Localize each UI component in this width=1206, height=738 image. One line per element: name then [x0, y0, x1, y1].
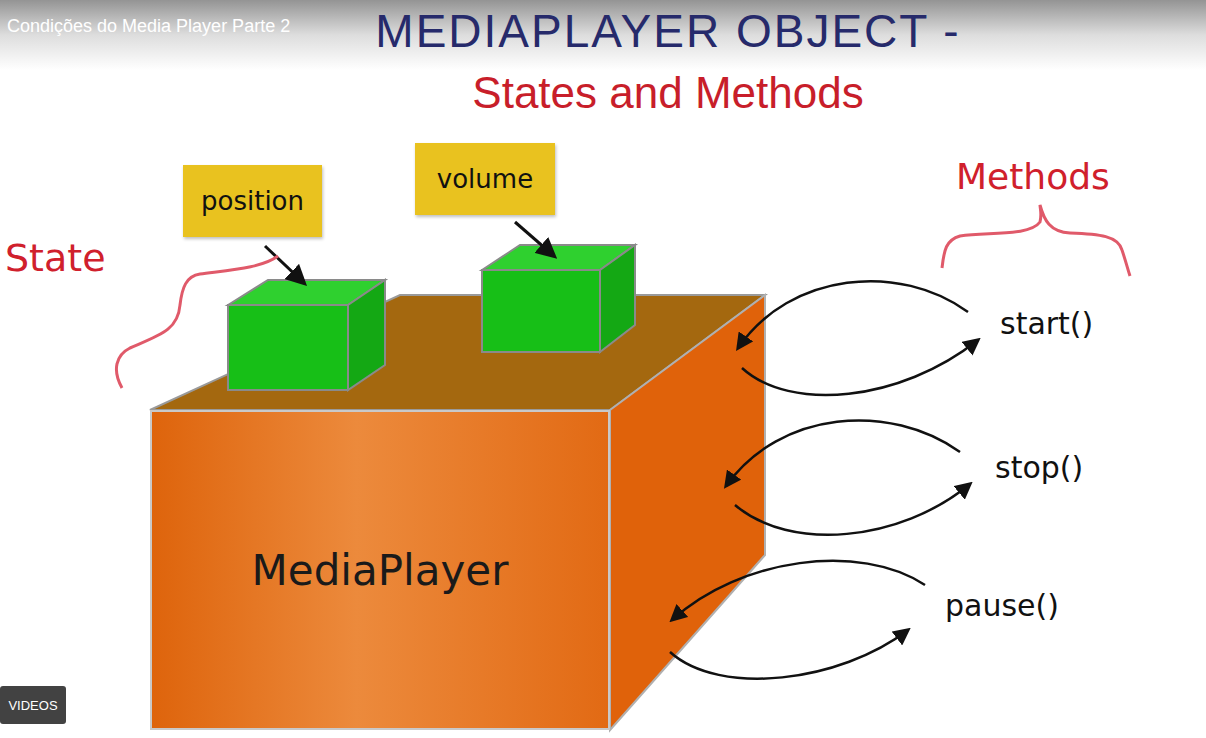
return-arrow	[735, 484, 970, 535]
call-arrow	[672, 561, 925, 620]
node-text: MediaPlayer	[252, 546, 509, 595]
node-text: VIDEOS	[8, 698, 57, 713]
method-name: stop()	[995, 450, 1083, 485]
node-text: volume	[437, 164, 533, 194]
video-title: Condições do Media Player Parte 2	[7, 16, 290, 37]
subtitle: States and Methods	[472, 68, 863, 118]
return-arrow	[670, 630, 908, 679]
leader-arrow	[515, 222, 554, 256]
state-cube-front	[482, 270, 600, 352]
method-name: start()	[1000, 306, 1093, 341]
state-label-box: position	[183, 165, 322, 237]
diagram-title: MEDIAPLAYER OBJECT -	[375, 4, 960, 58]
leader-arrow	[265, 246, 304, 283]
methods-bracket	[942, 205, 1130, 276]
state-label-box: volume	[415, 143, 555, 215]
videos-button: VIDEOS	[0, 686, 66, 724]
node-text: position	[201, 186, 304, 216]
return-arrow	[742, 340, 978, 395]
call-arrow	[738, 281, 968, 348]
section-label: Methods	[956, 156, 1110, 197]
object-box: MediaPlayer	[150, 410, 610, 730]
section-label: State	[5, 236, 106, 280]
method-name: pause()	[945, 588, 1059, 623]
state-bracket	[116, 256, 278, 388]
state-cube-side	[348, 280, 385, 390]
state-cube-front	[228, 305, 348, 390]
state-cube-side	[600, 245, 635, 352]
call-arrow	[726, 420, 960, 486]
